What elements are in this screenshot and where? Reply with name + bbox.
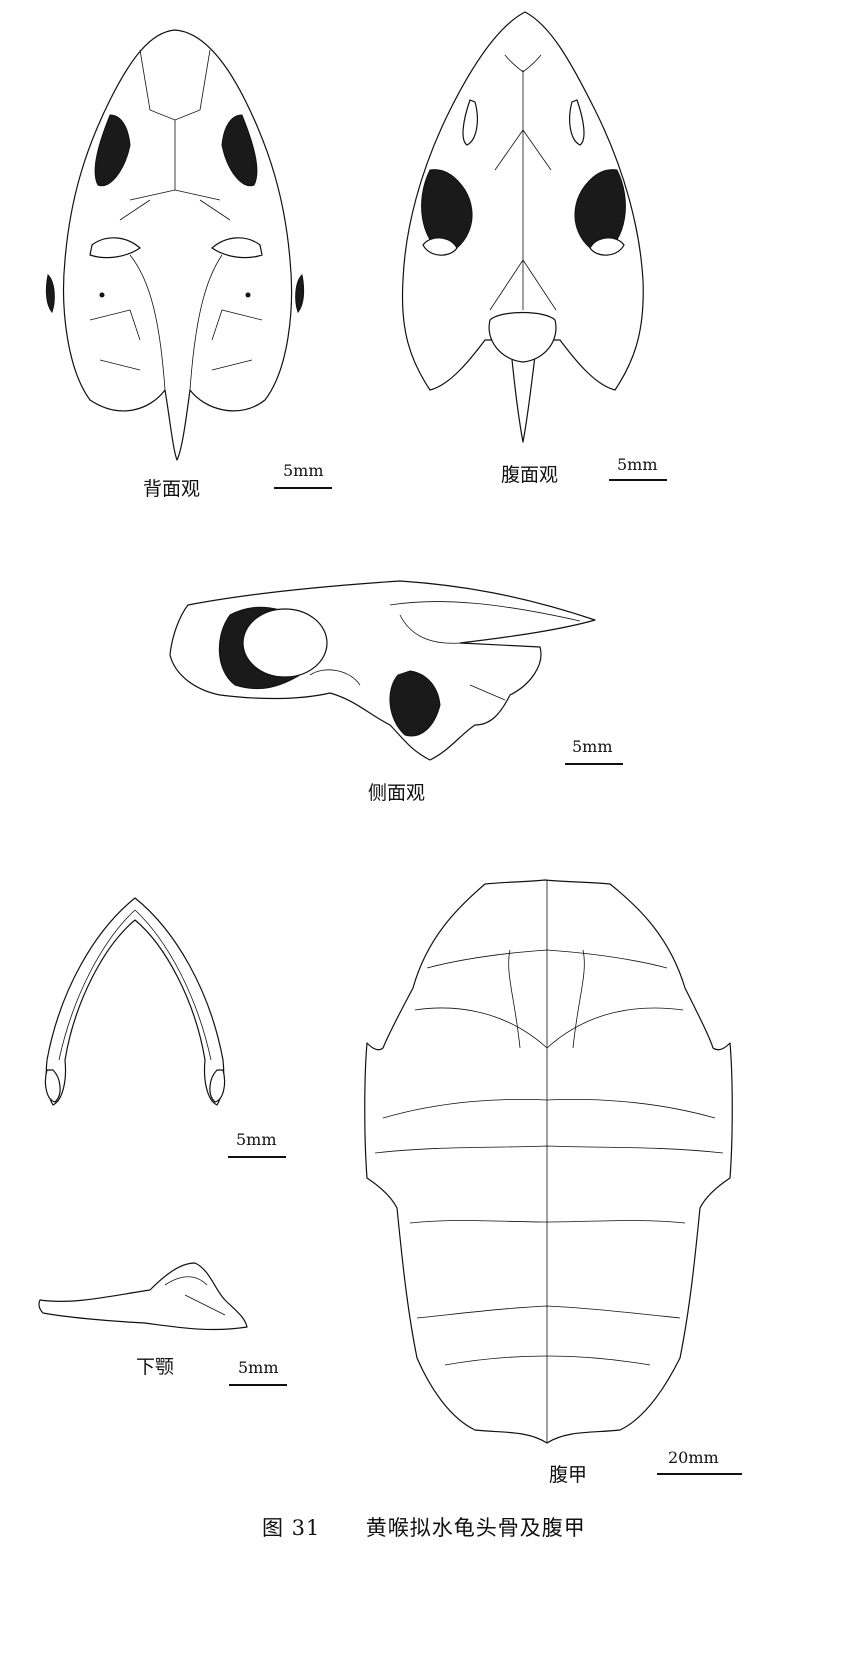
- dorsal-scale-bar: [274, 487, 332, 489]
- lateral-skull-drawing: [169, 580, 596, 761]
- mandible-scale-bar: [229, 1384, 287, 1386]
- ventral-scale-bar: [609, 479, 667, 481]
- mandible-label: 下颚: [136, 1356, 175, 1378]
- mandible-top-drawing: [44, 897, 226, 1106]
- plastron-label: 腹甲: [549, 1464, 588, 1486]
- plastron-drawing: [364, 879, 733, 1444]
- ventral-scale-text: 5mm: [617, 455, 658, 474]
- figure-caption: 图 31 黄喉拟水龟头骨及腹甲: [262, 1512, 586, 1542]
- lateral-scale-bar: [565, 763, 623, 765]
- dorsal-view-label: 背面观: [143, 478, 201, 500]
- mandible-lateral-drawing: [38, 1262, 248, 1331]
- mandible-scale-text: 5mm: [238, 1358, 279, 1377]
- figure-number: 图 31: [262, 1516, 321, 1540]
- mandible-top-scale-bar: [228, 1156, 286, 1158]
- lateral-scale-text: 5mm: [572, 737, 613, 756]
- plastron-scale-bar: [657, 1473, 742, 1475]
- dorsal-skull-drawing: [45, 29, 305, 461]
- lateral-view-label: 侧面观: [368, 782, 426, 804]
- ventral-view-label: 腹面观: [501, 464, 559, 486]
- dorsal-scale-text: 5mm: [283, 461, 324, 480]
- mandible-top-scale-text: 5mm: [236, 1130, 277, 1149]
- ventral-skull-drawing: [401, 11, 644, 443]
- plastron-scale-text: 20mm: [668, 1448, 719, 1467]
- figure-title: 黄喉拟水龟头骨及腹甲: [365, 1516, 586, 1540]
